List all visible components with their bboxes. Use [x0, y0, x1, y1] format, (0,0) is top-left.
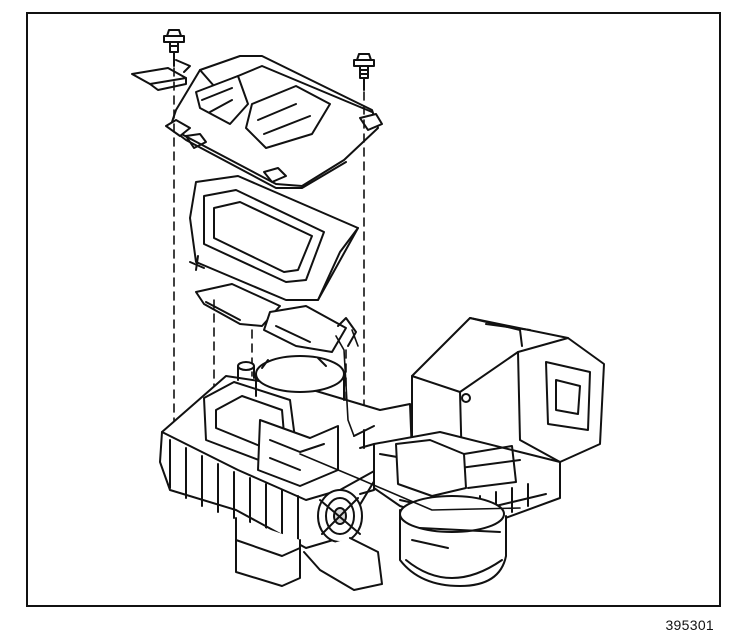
control-rods: [299, 329, 521, 511]
air-filter-frame: [189, 175, 359, 301]
door-panel-left: [195, 283, 281, 327]
blower-wheel: [317, 489, 363, 543]
upper-case-cover: [165, 55, 383, 189]
door-panel-right: [263, 305, 357, 353]
lower-duct-outlet-left: [235, 517, 301, 587]
figure-id-label: 395301: [665, 617, 714, 633]
screw-right: [353, 53, 375, 91]
lower-duct-outlet-center: [303, 537, 383, 591]
illustration-frame: [26, 12, 721, 607]
evaporator-case: [411, 317, 605, 471]
clip-bracket: [131, 59, 191, 91]
screw-left: [163, 29, 185, 67]
blower-housing: [399, 495, 507, 587]
